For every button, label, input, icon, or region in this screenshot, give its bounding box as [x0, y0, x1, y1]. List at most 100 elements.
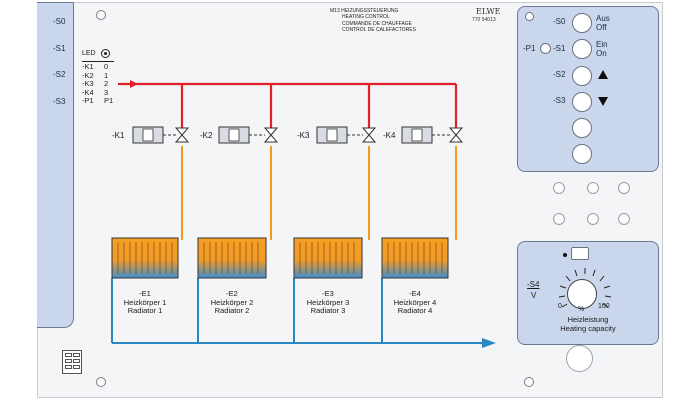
increase-button[interactable] [572, 66, 592, 86]
valve-k3-label: -K3 [297, 131, 310, 140]
arrow-down-icon [598, 97, 608, 106]
indicator-hole [618, 213, 630, 225]
radiator-e1-label: -E1 Heizkörper 1 Radiator 1 [105, 289, 185, 316]
title-line-3: COMMANDE DE CHAUFFAGE [342, 20, 413, 27]
indicator-hole [618, 182, 630, 194]
return-pipe [111, 278, 482, 344]
radiator-e3-label: -E3 Heizkörper 3 Radiator 3 [288, 289, 368, 316]
s2-label: -S2 [553, 70, 566, 79]
radiator-e1 [111, 237, 179, 279]
radiator-e2-label: -E2 Heizkörper 2 Radiator 2 [192, 289, 272, 316]
radiator-name-en: Radiator 1 [127, 306, 163, 315]
capacity-display [571, 247, 589, 260]
off-word-en: Off [596, 23, 607, 32]
left-switch-s2-label: -S2 [53, 70, 66, 79]
radiator-name-de: Heizkörper 1 [123, 297, 167, 307]
led-row: -P1 P1 [82, 97, 113, 106]
spare-button-2[interactable] [572, 144, 592, 164]
led-icon [101, 49, 110, 58]
grid-cell [73, 359, 80, 363]
screw-bottom-right [524, 377, 534, 387]
panel-indicator-led [525, 12, 534, 21]
brand-logo: ELWE [476, 7, 501, 16]
left-switch-s0-label: -S0 [53, 17, 66, 26]
left-switch-s3-label: -S3 [53, 97, 66, 106]
led-row-value: P1 [104, 96, 114, 106]
s3-label: -S3 [553, 96, 566, 105]
radiator-name-de: Heizkörper 3 [306, 297, 350, 307]
radiator-e3 [293, 237, 363, 279]
scale-max: 100 [598, 303, 610, 310]
radiator-id: -E4 [409, 289, 421, 298]
riser-pipes [181, 146, 457, 240]
radiator-e4 [381, 237, 449, 279]
capacity-knob[interactable] [567, 279, 597, 309]
radiator-name-de: Heizkörper 4 [393, 297, 437, 307]
led-table-header: LED [82, 50, 96, 57]
capacity-label-de: Heizleistung [567, 315, 609, 324]
led-row-value: 0 [104, 62, 109, 71]
radiator-e4-label: -E4 Heizkörper 4 Radiator 4 [375, 289, 455, 316]
terminal-grid-icon [62, 350, 82, 374]
capacity-bullet [563, 253, 567, 257]
decrease-button[interactable] [572, 92, 592, 112]
s4-label: -S4 [527, 280, 540, 289]
grid-cell [65, 359, 72, 363]
indicator-hole [553, 213, 565, 225]
off-word-de: Aus [596, 14, 610, 23]
s1-label: -S1 [553, 44, 566, 53]
round-button[interactable] [566, 345, 593, 372]
led-row-value: 3 [104, 87, 109, 97]
led-table-rule [82, 61, 114, 62]
s4-sub-label: V [531, 291, 537, 300]
radiator-name-en: Radiator 2 [214, 306, 250, 315]
indicator-hole [553, 182, 565, 194]
radiator-e2 [197, 237, 267, 279]
left-switch-strip [37, 2, 74, 328]
led-row: -K4 3 [82, 87, 113, 98]
valve-k1 [132, 126, 190, 144]
capacity-scale [558, 268, 612, 308]
on-word-en: On [596, 49, 607, 58]
title-line-4: CONTROL DE CALEFACTORES [342, 27, 416, 34]
indicator-hole [587, 182, 599, 194]
valve-k1-label: -K1 [112, 131, 125, 140]
screw-top-left [96, 10, 106, 20]
supply-arrow-icon [130, 80, 138, 88]
valve-k4-label: -K4 [383, 131, 396, 140]
grid-cell [65, 353, 72, 357]
led-row-name: -K4 [82, 87, 94, 97]
p1-label: -P1 [523, 44, 536, 53]
grid-cell [73, 353, 80, 357]
valve-k2-label: -K2 [200, 131, 213, 140]
s0-label: -S0 [553, 17, 566, 26]
radiator-name-en: Radiator 3 [310, 306, 346, 315]
grid-cell [65, 365, 72, 369]
off-button[interactable] [572, 13, 592, 33]
left-switch-s1-label: -S1 [53, 44, 66, 53]
spare-button-1[interactable] [572, 118, 592, 138]
on-button[interactable] [572, 39, 592, 59]
p1-indicator-led [540, 43, 551, 54]
on-word-de: Ein [596, 40, 608, 49]
title-line-2: HEATING CONTROL [342, 14, 390, 21]
title-block: M13 HEIZUNGSSTEUERUNG HEATING CONTROL CO… [330, 8, 460, 34]
scale-unit: % [578, 306, 585, 313]
screw-bottom-left [96, 377, 106, 387]
control-panel [517, 6, 659, 172]
indicator-hole [587, 213, 599, 225]
led-row-name: -K2 [82, 70, 94, 80]
radiator-name-de: Heizkörper 2 [210, 297, 254, 307]
led-row-name: -P1 [82, 96, 94, 106]
arrow-up-icon [598, 70, 608, 79]
led-row-name: -K3 [82, 79, 94, 89]
valve-k3 [316, 126, 377, 144]
return-arrow-icon [482, 338, 496, 348]
grid-cell [73, 365, 80, 369]
supply-pipe [118, 82, 458, 128]
